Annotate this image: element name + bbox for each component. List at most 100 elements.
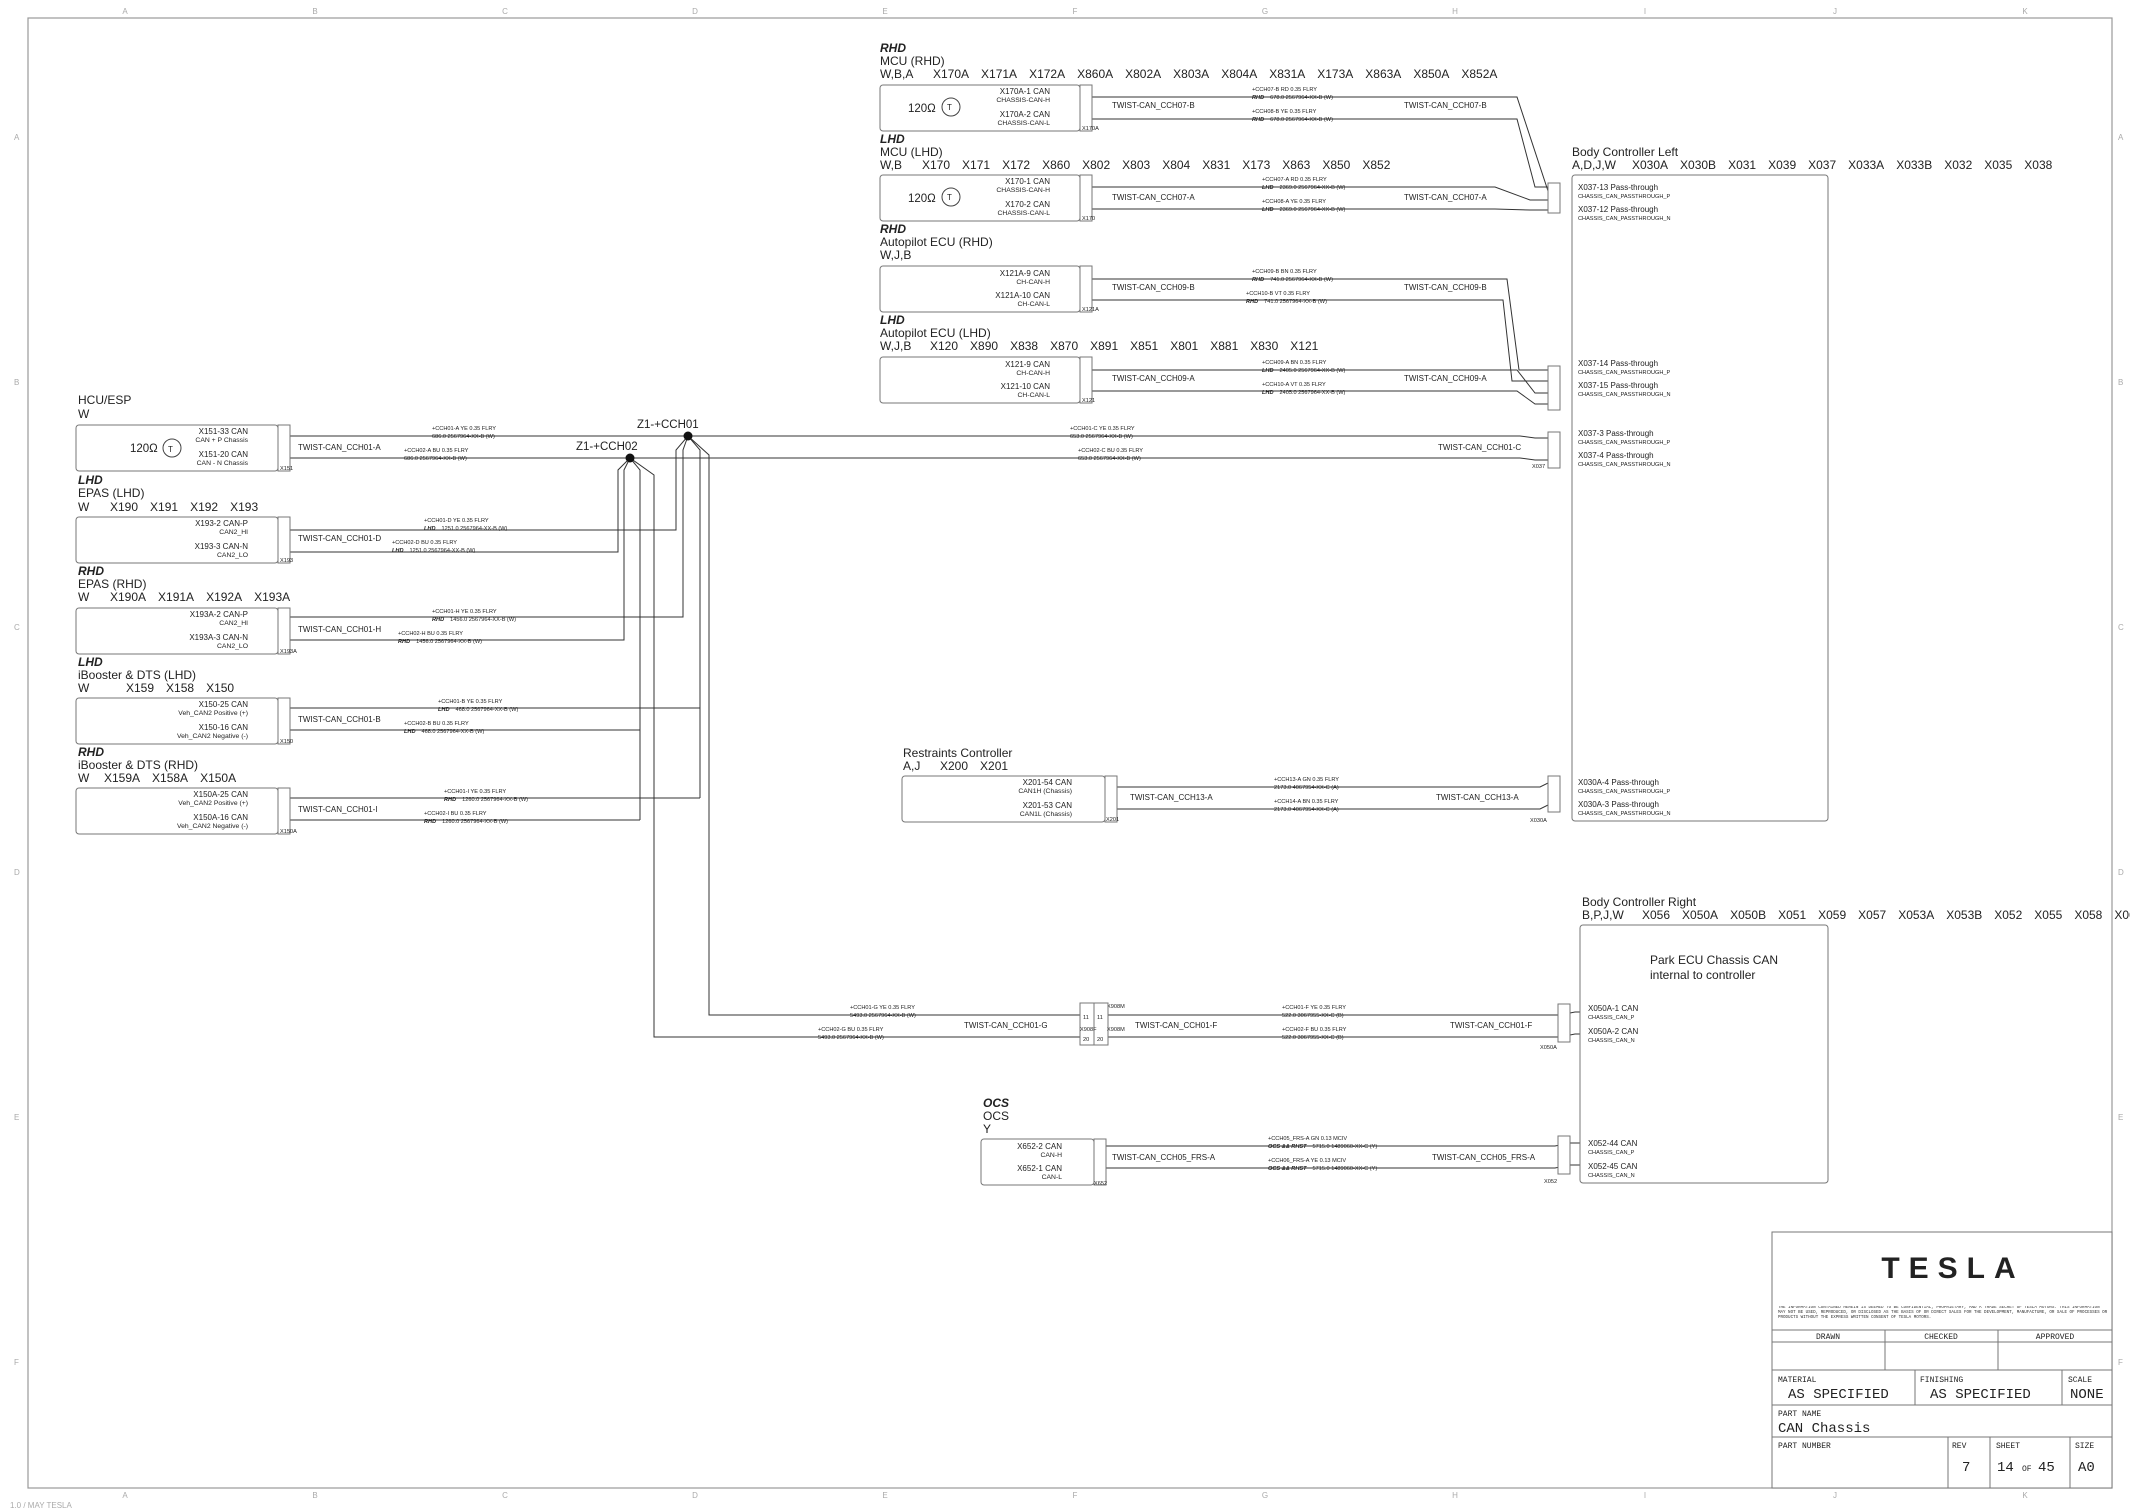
grid-column-label: H xyxy=(1452,7,1458,16)
material-label: MATERIAL xyxy=(1778,1376,1817,1385)
module-name: MCU (LHD) xyxy=(880,145,943,159)
pin-label: X150A-25 CAN xyxy=(193,790,248,799)
variant-tag: OCS && RHST xyxy=(1268,1144,1307,1150)
wire-spec: +CCH01-C YE 0.35 FLRY xyxy=(1070,426,1135,432)
twist-label: TWIST-CAN_CCH01-I xyxy=(298,805,378,814)
module-box xyxy=(1571,174,1829,822)
pin-sublabel: Veh_CAN2 Positive (+) xyxy=(178,800,248,807)
pin-sublabel: Veh_CAN2 Negative (-) xyxy=(177,823,248,830)
connector-body xyxy=(277,516,291,564)
pin-sublabel: CAN2_HI xyxy=(219,620,248,627)
wire-length: 5715.0 1489060-XX-C (Y) xyxy=(1313,1144,1378,1150)
module-box xyxy=(1579,924,1829,1184)
pin-label: X037-15 Pass-through xyxy=(1578,381,1658,390)
grid-column-label: J xyxy=(1833,7,1837,16)
wire-length: 468.0 2567964-XX-B (W) xyxy=(456,707,519,713)
wire-spec: +CCH01-I YE 0.35 FLRY xyxy=(444,789,506,795)
variant-tag: RHD xyxy=(1246,299,1258,305)
rev-value: 7 xyxy=(1962,1460,1970,1476)
bcl-pin-list: X037-13 Pass-throughCHASSIS_CAN_PASSTHRO… xyxy=(1578,183,1671,817)
wire-spec: +CCH02-C BU 0.35 FLRY xyxy=(1078,448,1143,454)
pin-label: X121-10 CAN xyxy=(1001,382,1051,391)
pin-label: X652-2 CAN xyxy=(1017,1142,1062,1151)
wire-length: 5715.0 1489060-XX-C (Y) xyxy=(1313,1166,1378,1172)
variant-tag: OCS xyxy=(983,1096,1009,1110)
variant-tag: LHD xyxy=(1262,368,1274,374)
approved-label: APPROVED xyxy=(2036,1333,2075,1342)
inline-connector-x908: X908F X908M 11 11 20 20 X908F X908M xyxy=(1079,1002,1125,1046)
connector-tag: X050B xyxy=(1730,908,1766,922)
twist-label: TWIST-CAN_CCH09-B xyxy=(1404,283,1487,292)
connector-body xyxy=(277,424,291,472)
connector-body xyxy=(1557,1003,1571,1043)
module-name: iBooster & DTS (LHD) xyxy=(78,668,196,682)
module-name: Autopilot ECU (LHD) xyxy=(880,326,991,340)
grid-column-label: C xyxy=(502,1491,508,1500)
connector-tag: X033B xyxy=(1896,158,1932,172)
connector-tag: X890 xyxy=(970,339,998,353)
inline-connector-male xyxy=(1093,1002,1109,1046)
pin-sublabel: CAN2_LO xyxy=(217,643,248,650)
module-name: MCU (RHD) xyxy=(880,54,945,68)
pin-label: X121A-9 CAN xyxy=(1000,269,1050,278)
module-box xyxy=(901,775,1106,823)
pin-label: X150-25 CAN xyxy=(199,700,249,709)
connector-tag: X870 xyxy=(1050,339,1078,353)
part-name-label: PART NAME xyxy=(1778,1410,1821,1419)
grid-column-label: K xyxy=(2022,1491,2028,1500)
twist-label: TWIST-CAN_CCH05_FRS-A xyxy=(1112,1153,1216,1162)
wire-spec: +CCH06_FRS-A YE 0.13 MCIV xyxy=(1268,1158,1346,1164)
wire-spec: 5493.0 2567964-XX-B (W) xyxy=(850,1013,916,1019)
connector-tag: X830 xyxy=(1250,339,1278,353)
variant-tag: RHD xyxy=(424,819,436,825)
module-name: Autopilot ECU (RHD) xyxy=(880,235,993,249)
variant-tag: LHD xyxy=(880,132,905,146)
variant-tag: RHD xyxy=(444,797,456,803)
connector-tag: X052 xyxy=(1994,908,2022,922)
wire-spec: 653.0 2567964-XX-B (W) xyxy=(1070,434,1133,440)
wire-length: 1260.0 2567964-XX-B (W) xyxy=(462,797,528,803)
variant-tag: RHD xyxy=(398,639,410,645)
grid-column-label: F xyxy=(1073,7,1078,16)
wire-spec: +CCH01-G YE 0.35 FLRY xyxy=(850,1005,915,1011)
wire-spec: 686.0 2567964-XX-B (W) xyxy=(432,434,495,440)
pin-label: X037-4 Pass-through xyxy=(1578,451,1654,460)
tesla-logo: TESLA xyxy=(1881,1252,2024,1285)
module-box xyxy=(879,265,1081,313)
twist-label: TWIST-CAN_CCH01-G xyxy=(964,1021,1048,1030)
connector-tag: X191A xyxy=(158,590,194,604)
pin-label: X121-9 CAN xyxy=(1005,360,1050,369)
twist-label: TWIST-CAN_CCH01-H xyxy=(298,625,381,634)
pin-label: X037-12 Pass-through xyxy=(1578,205,1658,214)
module-name: EPAS (RHD) xyxy=(78,577,146,591)
variant-tag: RHD xyxy=(1252,95,1264,101)
wire-spec: +CCH01-H YE 0.35 FLRY xyxy=(432,609,497,615)
connector-id: X908M xyxy=(1107,1027,1125,1033)
connector-tag: X851 xyxy=(1130,339,1158,353)
pin-sublabel: CHASSIS-CAN-H xyxy=(996,97,1050,104)
pin-sublabel: CAN-H xyxy=(1040,1152,1062,1159)
grid-row-label: B xyxy=(2118,378,2123,387)
sheet-frame xyxy=(27,17,2113,1489)
connector-tag: X055 xyxy=(2034,908,2062,922)
wire-spec: +CCH07-A RD 0.35 FLRY xyxy=(1262,177,1327,183)
wire-length: 2405.0 2567964-XX-B (W) xyxy=(1280,368,1346,374)
pin-label: X193A-2 CAN-P xyxy=(190,610,248,619)
connector-id: X908M xyxy=(1107,1004,1125,1010)
wire-length: 2369.0 2567964-XX-B (W) xyxy=(1280,207,1346,213)
